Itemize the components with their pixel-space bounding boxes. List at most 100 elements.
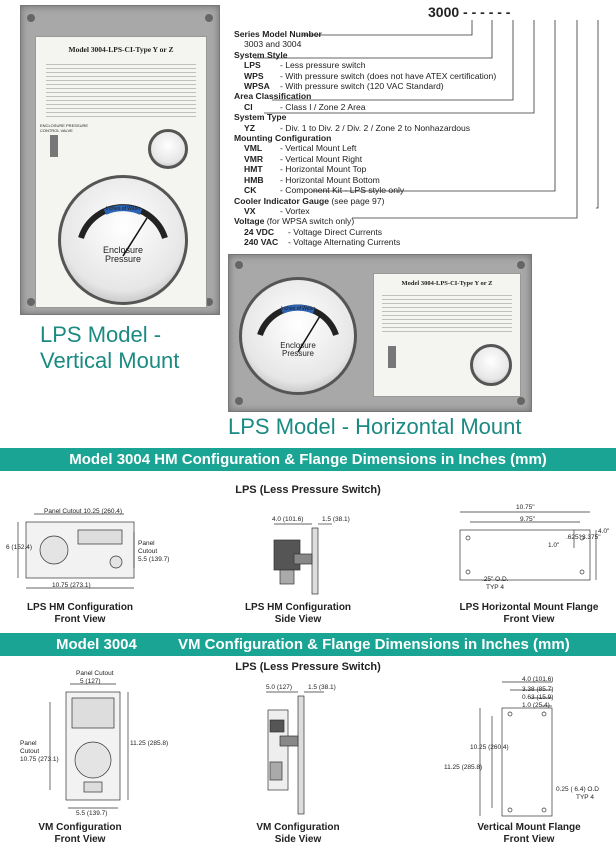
option-code: VX — [244, 205, 256, 216]
option-row: 240 VAC- Voltage Alternating Currents — [234, 237, 496, 247]
model-number-template: 3000 - - - - - - — [428, 4, 511, 20]
hm-flange-caption-1: LPS Horizontal Mount Flange — [459, 602, 599, 613]
option-desc: - Less pressure switch — [280, 60, 366, 71]
option-desc: - Horizontal Mount Bottom — [280, 174, 380, 185]
vm-flange-caption-2: Front View — [503, 834, 555, 845]
vm-flange-h1: 10.25 (260.4) — [470, 744, 509, 751]
vm-front-caption-1: VM Configuration — [38, 822, 122, 833]
hm-subtitle: LPS (Less Pressure Switch) — [235, 484, 381, 496]
gauge-units: Inches of Water — [105, 206, 141, 212]
option-row: HMB- Horizontal Mount Bottom — [234, 175, 496, 185]
hm-front-caption-1: LPS HM Configuration — [26, 602, 134, 613]
vm-side-caption: VM Configuration Side View — [218, 822, 378, 846]
model-key-list: Series Model Number 3003 and 3004 System… — [234, 29, 496, 248]
model-number-key: 3000 - - - - - - Series Model Number 300… — [234, 0, 616, 250]
vm-flange-hole-2: TYP 4 — [576, 794, 594, 801]
option-row: WPS- With pressure switch (does not have… — [234, 71, 496, 81]
vm-cutout-label: Panel Cutout — [76, 670, 114, 677]
hm-flange-drawing: 10.75" 9.75" 4.0" 3.375" .625" 1.0" .25"… — [446, 500, 612, 600]
vm-front-caption: VM Configuration Front View — [0, 822, 160, 846]
horizontal-caption: LPS Model - Horizontal Mount — [228, 414, 522, 439]
hm-flange-h3: .625" — [566, 534, 581, 541]
voltage-heading-row: Voltage (for WPSA switch only) — [234, 216, 496, 226]
vm-right-dim: 11.25 (285.8) — [130, 740, 169, 747]
option-desc: - Voltage Direct Currents — [288, 226, 383, 237]
hm-flange-h1: 4.0" — [598, 528, 610, 535]
series-heading: Series Model Number — [234, 29, 322, 39]
valve-icon — [388, 346, 396, 368]
gauge-units: Inches of Water — [280, 306, 316, 312]
valve-label: ENCLOSURE PRESSURE CONTROL VALVE — [40, 123, 89, 133]
option-row: HMT- Horizontal Mount Top — [234, 164, 496, 174]
vm-side-d1: 5.0 (127) — [266, 684, 293, 691]
vm-bottom-dim: 5.5 (139.7) — [76, 810, 108, 817]
option-code: WPSA — [244, 81, 270, 92]
cooler-heading: Cooler Indicator Gauge — [234, 195, 330, 206]
gauge-label: Enclosure Pressure — [280, 341, 316, 358]
voltage-note: (for WPSA switch only) — [266, 216, 355, 227]
option-row: 24 VDC- Voltage Direct Currents — [234, 227, 496, 237]
vm-cutout-w: 5 (127) — [80, 678, 101, 685]
option-row: VMR- Vertical Mount Right — [234, 154, 496, 164]
option-code: LPS — [244, 60, 261, 71]
vm-left-3: 10.75 (273.1) — [20, 756, 59, 763]
vm-side-drawing-svg — [266, 691, 324, 815]
vm-flange-drawing-svg — [479, 681, 553, 817]
plate-title: Model 3004-LPS-CI-Type Y or Z — [68, 45, 174, 54]
vm-side-drawing: 5.0 (127) 1.5 (38.1) — [258, 680, 348, 818]
system-type-heading: System Type — [234, 112, 287, 123]
hm-flange-w1: 10.75" — [516, 504, 535, 511]
vertical-caption-line-2: Vertical Mount — [40, 348, 180, 373]
option-code: YZ — [244, 122, 255, 133]
hm-side-caption-2: Side View — [274, 614, 322, 625]
gauge-face-icon — [78, 204, 168, 257]
area-heading: Area Classification — [234, 91, 312, 102]
hm-section-banner: Model 3004 HM Configuration & Flange Dim… — [0, 448, 616, 471]
gauge-face-icon — [257, 304, 339, 353]
mounting-screw — [517, 397, 525, 405]
vm-flange-h2: 11.25 (285.8) — [444, 764, 483, 771]
gauge-label: Enclosure Pressure — [102, 245, 144, 264]
mounting-screw — [517, 261, 525, 269]
hm-flange-drawing-svg — [459, 511, 597, 581]
hm-side-drawing-svg — [273, 523, 332, 595]
vm-left-1: Panel — [20, 740, 37, 747]
vertical-caption-line-1: LPS Model - — [40, 322, 162, 347]
hm-side-d1: 4.0 (101.6) — [272, 516, 304, 523]
plate-instructions — [46, 61, 196, 119]
vm-flange-caption-1: Vertical Mount Flange — [477, 822, 581, 833]
option-desc: - Vertical Mount Left — [280, 143, 357, 154]
vm-left-2: Cutout — [20, 748, 40, 755]
voltage-heading: Voltage — [234, 216, 265, 227]
option-row: YZ - Div. 1 to Div. 2 / Div. 2 / Zone 2 t… — [234, 123, 496, 133]
option-code: CI — [244, 101, 253, 112]
vm-front-drawing-svg — [49, 683, 129, 809]
temperature-gauge-icon — [148, 129, 188, 169]
enclosure-pressure-gauge: Inches of Water SAFE Enclosure Pressure — [58, 175, 188, 305]
temperature-gauge-icon — [470, 344, 512, 386]
option-desc: - Vertical Mount Right — [280, 153, 363, 164]
mounting-screw — [205, 298, 213, 306]
vm-banner-right: VM Configuration & Flange Dimensions in … — [178, 636, 570, 653]
hm-flange-hole: .25" O.D. — [482, 576, 509, 583]
vm-side-caption-2: Side View — [274, 834, 322, 845]
mounting-screw — [205, 14, 213, 22]
vm-section-banner: Model 3004 VM Configuration & Flange Dim… — [0, 633, 616, 656]
instruction-plate: Model 3004-LPS-CI-Type Y or Z ENCLOSURE … — [35, 36, 207, 308]
plate-instructions — [382, 292, 512, 332]
mounting-screw — [235, 261, 243, 269]
hm-flange-w2: 9.75" — [520, 516, 535, 523]
vm-flange-drawing: 4.0 (101.6) 3.38 (85.7) 0.63 (15.9) 1.0 … — [444, 674, 610, 820]
hm-cutout-dim: Panel Cutout 10.25 (260.4) — [44, 508, 123, 515]
option-desc: - Class I / Zone 2 Area — [280, 101, 366, 112]
system-style-heading: System Style — [234, 49, 288, 60]
hm-flange-caption-2: Front View — [503, 614, 555, 625]
option-row: CI - Class I / Zone 2 Area — [234, 102, 496, 112]
option-code: CK — [244, 185, 257, 196]
hm-side-dim: Panel Cutout 5.5 (139.7) — [138, 540, 170, 563]
option-desc: - Div. 1 to Div. 2 / Div. 2 / Zone 2 to … — [280, 122, 471, 133]
option-desc: - Vortex — [280, 205, 310, 216]
hm-width-dim: 10.75 (273.1) — [52, 582, 91, 589]
hm-side-caption: LPS HM Configuration Side View — [218, 602, 378, 626]
hm-flange-caption: LPS Horizontal Mount Flange Front View — [444, 602, 614, 626]
